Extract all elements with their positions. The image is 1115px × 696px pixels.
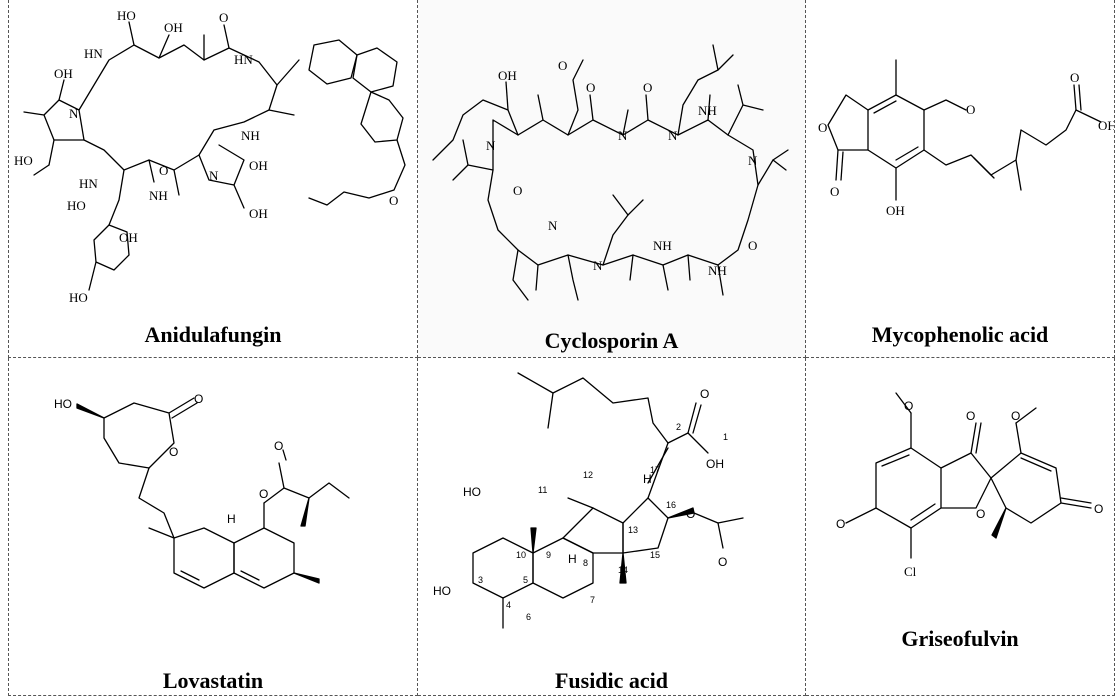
atom-n: N [593,258,603,273]
atom-cl: Cl [904,564,917,579]
cell-anidulafungin: HN HO OH O HN OH N HO HN NH NH N OH OH H… [8,0,418,358]
atom-number: 13 [628,525,638,535]
atom-ho: HO [67,198,86,213]
atom-number: 11 [538,485,547,495]
atom-oh: OH [249,206,268,221]
atom-ho: HO [433,584,451,598]
atom-number: 6 [526,612,531,622]
cell-fusidic-acid: O OH O O HO HO H H 1 2 3 4 5 6 7 8 9 10 … [418,358,806,696]
atom-o: O [700,387,709,401]
atom-number: 12 [583,470,593,480]
atom-number: 7 [590,595,595,605]
atom-ho: HO [14,153,33,168]
atom-number: 16 [666,500,676,510]
cell-cyclosporin-a: OH O O O N N NH N N O N N NH NH O Cyclos… [418,0,806,358]
atom-o: O [818,120,827,135]
atom-o: O [1011,409,1020,423]
cell-mycophenolic-acid: O O O O OH OH Mycophenolic acid [806,0,1115,358]
atom-n: N [618,128,628,143]
atom-oh: OH [886,203,905,218]
atom-hn: HN [234,52,253,67]
compound-name: Cyclosporin A [544,328,679,353]
atom-nh: NH [653,238,672,253]
atom-number: 3 [478,575,483,585]
atom-o: O [836,517,845,531]
atom-o: O [1094,502,1103,516]
atom-o: O [830,184,839,199]
atom-n: N [69,106,79,121]
atom-number: 8 [583,558,588,568]
atom-h: H [568,552,577,566]
atom-o: O [219,10,228,25]
atom-o: O [586,80,595,95]
atom-oh: OH [54,66,73,81]
atom-h: H [227,512,236,526]
atom-n: N [748,153,758,168]
atom-number: 15 [650,550,660,560]
atom-hn: HN [79,176,98,191]
structure-griseofulvin: O O O O O O Cl [836,392,1103,579]
atom-oh: OH [706,457,724,471]
atom-o: O [194,392,203,406]
atom-oh: OH [119,230,138,245]
atom-o: O [274,439,283,453]
atom-nh: NH [698,103,717,118]
atom-oh: OH [498,68,517,83]
atom-n: N [668,128,678,143]
atom-number: 14 [618,565,628,575]
compound-name: Anidulafungin [144,322,282,347]
compound-name: Lovastatin [162,668,264,693]
atom-number: 17 [650,465,660,475]
atom-o: O [513,183,522,198]
compound-name: Mycophenolic acid [871,322,1049,347]
compound-name: Fusidic acid [554,668,669,693]
atom-o: O [389,193,398,208]
atom-ho: HO [69,290,88,305]
atom-o: O [1070,70,1079,85]
atom-oh: OH [1098,118,1115,133]
atom-o: O [718,555,727,569]
atom-oh: OH [164,20,183,35]
structure-cyclosporin-a: OH O O O N N NH N N O N N NH NH O [432,44,789,301]
structure-mycophenolic-acid: O O O O OH OH [818,59,1115,218]
atom-oh: OH [249,158,268,173]
cell-lovastatin: HO O O O O H Lovastatin [8,358,418,696]
atom-o: O [966,409,975,423]
atom-n: N [486,138,496,153]
atom-nh: NH [241,128,260,143]
atom-number: 1 [723,432,728,442]
atom-number: 4 [506,600,511,610]
atom-o: O [976,507,985,521]
atom-o: O [159,163,168,178]
atom-o: O [686,507,695,521]
atom-n: N [548,218,558,233]
atom-ho: HO [463,485,481,499]
structure-anidulafungin: HN HO OH O HN OH N HO HN NH NH N OH OH H… [14,8,406,305]
atom-nh: NH [708,263,727,278]
atom-o: O [169,445,178,459]
atom-number: 10 [516,550,526,560]
atom-hn: HN [84,46,103,61]
atom-ho: HO [54,397,72,411]
compound-name: Griseofulvin [901,626,1019,651]
atom-number: 9 [546,550,551,560]
atom-o: O [904,399,913,413]
atom-o: O [748,238,757,253]
atom-nh: NH [149,188,168,203]
atom-o: O [558,58,567,73]
atom-h: H [643,472,652,486]
cell-griseofulvin: O O O O O O Cl Griseofulvin [806,358,1115,696]
structure-fusidic-acid: O OH O O HO HO H H 1 2 3 4 5 6 7 8 9 10 … [433,372,744,629]
atom-o: O [259,487,268,501]
atom-number: 2 [676,422,681,432]
atom-n: N [209,168,219,183]
structure-lovastatin: HO O O O O H [54,392,350,589]
atom-ho: HO [117,8,136,23]
atom-o: O [966,102,975,117]
atom-o: O [643,80,652,95]
atom-number: 5 [523,575,528,585]
